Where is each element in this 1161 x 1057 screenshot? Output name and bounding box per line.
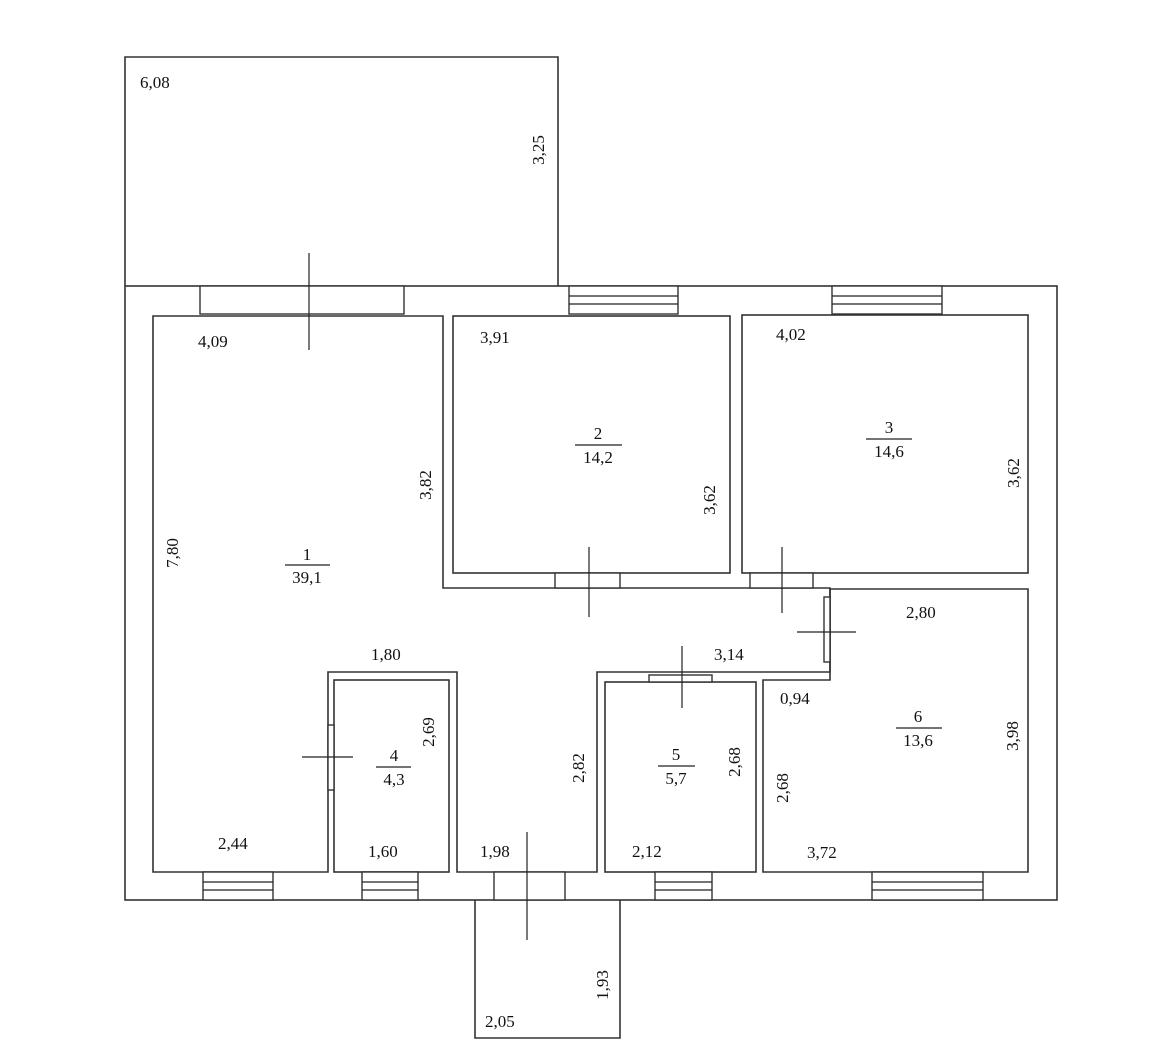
room-3-outline [741, 314, 1029, 574]
room-5-label: 5 5,7 [658, 745, 695, 788]
dim: 2,69 [419, 717, 438, 747]
dim: 2,68 [773, 773, 792, 803]
svg-text:14,2: 14,2 [583, 448, 613, 467]
svg-text:5,7: 5,7 [665, 769, 687, 788]
svg-text:4,3: 4,3 [383, 770, 404, 789]
door [648, 674, 713, 683]
porch-outline [474, 900, 621, 1039]
doors [327, 572, 831, 901]
dim: 3,98 [1003, 721, 1022, 751]
dim: 1,80 [371, 645, 401, 664]
balcony-width: 6,08 [140, 73, 170, 92]
balcony-outline [124, 56, 559, 286]
room-1-label: 1 39,1 [285, 545, 330, 587]
windows [199, 285, 984, 901]
svg-text:5: 5 [672, 745, 681, 764]
svg-text:3: 3 [885, 418, 894, 437]
dim: 3,82 [416, 470, 435, 500]
dim: 3,14 [714, 645, 744, 664]
svg-text:14,6: 14,6 [874, 442, 904, 461]
room-1-outline [152, 315, 831, 873]
svg-text:2: 2 [594, 424, 603, 443]
room-6-label: 6 13,6 [896, 707, 942, 750]
window [871, 871, 984, 901]
dim: 2,68 [725, 747, 744, 777]
dim: 0,94 [780, 689, 810, 708]
porch-depth: 1,93 [593, 970, 612, 1000]
window [202, 871, 274, 901]
window [199, 285, 405, 315]
dim: 3,72 [807, 843, 837, 862]
window [568, 285, 679, 315]
dim: 2,44 [218, 834, 248, 853]
dim: 3,62 [1004, 458, 1023, 488]
dim: 2,80 [906, 603, 936, 622]
dim: 1,60 [368, 842, 398, 861]
window [831, 285, 943, 315]
dim: 4,02 [776, 325, 806, 344]
dim: 3,62 [700, 485, 719, 515]
dim: 2,82 [569, 753, 588, 783]
room-4-label: 4 4,3 [376, 746, 411, 789]
dim: 3,91 [480, 328, 510, 347]
window [361, 871, 419, 901]
svg-text:13,6: 13,6 [903, 731, 933, 750]
dim: 1,98 [480, 842, 510, 861]
dim: 4,09 [198, 332, 228, 351]
room-2-label: 2 14,2 [575, 424, 622, 467]
window [654, 871, 713, 901]
balcony-depth: 3,25 [529, 135, 548, 165]
svg-text:1: 1 [303, 545, 312, 564]
room-6-outline [762, 588, 1029, 873]
dim: 7,80 [163, 538, 182, 568]
dim: 2,12 [632, 842, 662, 861]
door [823, 596, 831, 663]
svg-text:6: 6 [914, 707, 923, 726]
svg-text:4: 4 [390, 746, 399, 765]
svg-text:39,1: 39,1 [292, 568, 322, 587]
room-3-label: 3 14,6 [866, 418, 912, 461]
door [493, 871, 566, 901]
porch-width: 2,05 [485, 1012, 515, 1031]
outer-wall [124, 285, 1058, 901]
door-markers [302, 253, 856, 940]
door [554, 572, 621, 589]
